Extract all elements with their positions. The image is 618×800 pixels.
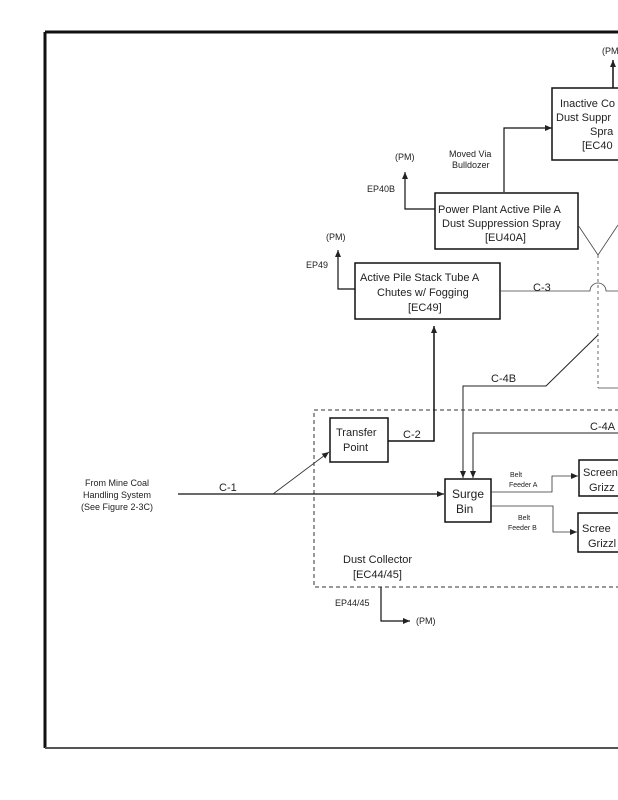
c4b-conveyor: [460, 334, 599, 478]
c3-conveyor: [500, 282, 618, 292]
svg-text:Transfer: Transfer: [336, 427, 377, 439]
screen-b-box: Scree Grizzl: [577, 512, 618, 553]
svg-text:Spra: Spra: [590, 126, 614, 138]
surge-bin-box: Surge Bin: [444, 478, 492, 523]
belt-a-label-2: Feeder A: [509, 482, 538, 489]
power-plant-box: Power Plant Active Pile A Dust Suppressi…: [434, 192, 579, 250]
ep49-label: EP49: [306, 260, 328, 270]
svg-text:Dust Suppr: Dust Suppr: [556, 112, 611, 124]
belt-a-label-1: Belt: [510, 472, 522, 479]
c2-label: C-2: [403, 429, 421, 441]
belt-b-label-1: Belt: [518, 515, 530, 522]
ep40b-arrow: [402, 172, 435, 210]
moved-via-label-2: Bulldozer: [452, 160, 490, 170]
c1-branch: [272, 451, 330, 495]
svg-text:[EU40A]: [EU40A]: [485, 232, 526, 244]
c4a-label: C-4A: [590, 421, 616, 433]
ep44-arrow: [380, 587, 410, 624]
funnel-lines: [577, 224, 618, 256]
screen-a-box: Screen Grizz: [578, 459, 618, 497]
page-border: [43, 30, 618, 749]
dust-collector-id: [EC44/45]: [353, 569, 402, 581]
c1-label: C-1: [219, 482, 237, 494]
svg-text:Scree: Scree: [582, 523, 611, 535]
ep44-label: EP44/45: [335, 598, 370, 608]
svg-text:Active Pile Stack Tube A: Active Pile Stack Tube A: [360, 272, 480, 284]
svg-text:Screen: Screen: [583, 467, 618, 479]
svg-text:Point: Point: [343, 442, 368, 454]
c4a-conveyor: [470, 432, 618, 478]
pm-49-label: (PM): [326, 232, 346, 242]
stack-tube-box: Active Pile Stack Tube A Chutes w/ Foggi…: [354, 262, 501, 320]
inactive-pile-box: Inactive Co Dust Suppr Spra [EC40: [551, 87, 618, 161]
transfer-point-box: Transfer Point: [329, 417, 389, 463]
c4b-label: C-4B: [491, 373, 516, 385]
svg-text:[EC49]: [EC49]: [408, 302, 442, 314]
svg-text:[EC40: [EC40: [582, 140, 613, 152]
c2-conveyor: [388, 326, 437, 442]
source-label-3: (See Figure 2-3C): [81, 502, 153, 512]
svg-text:Inactive Co: Inactive Co: [560, 98, 615, 110]
source-label-2: Handling System: [83, 490, 151, 500]
svg-text:Grizz: Grizz: [589, 482, 615, 494]
dust-collector-boundary: [313, 409, 618, 588]
belt-feeder-a-line: [491, 473, 578, 493]
svg-text:Surge: Surge: [452, 487, 484, 501]
top-pm-label: (PM): [602, 46, 618, 56]
belt-feeder-b-line: [491, 505, 577, 535]
source-label-1: From Mine Coal: [85, 478, 149, 488]
svg-text:Chutes w/ Fogging: Chutes w/ Fogging: [377, 287, 469, 299]
dust-collector-label: Dust Collector: [343, 554, 412, 566]
c3-label: C-3: [533, 282, 551, 294]
pm-44-label: (PM): [416, 616, 436, 626]
moved-via-label-1: Moved Via: [449, 149, 491, 159]
ep49-arrow: [335, 250, 355, 290]
svg-text:Power Plant Active Pile A: Power Plant Active Pile A: [438, 204, 562, 216]
pm-40b-label: (PM): [395, 152, 415, 162]
ep40b-label: EP40B: [367, 184, 395, 194]
belt-b-label-2: Feeder B: [508, 525, 537, 532]
svg-text:Grizzl: Grizzl: [588, 538, 616, 550]
svg-text:Bin: Bin: [456, 502, 473, 516]
svg-text:Dust Suppression Spray: Dust Suppression Spray: [442, 218, 561, 230]
bulldozer-link: [503, 125, 552, 192]
